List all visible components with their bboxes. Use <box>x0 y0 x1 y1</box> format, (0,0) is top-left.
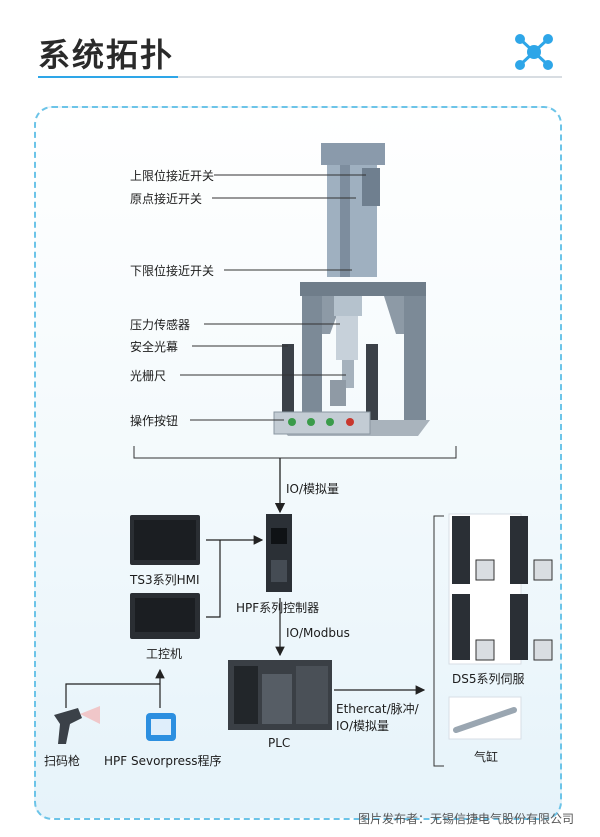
press-machine <box>273 143 430 436</box>
network-molecule-icon <box>515 34 553 70</box>
ipc-device <box>130 593 200 639</box>
grating-ruler-label: 光栅尺 <box>130 369 167 383</box>
controller-label: HPF系列控制器 <box>236 601 320 615</box>
buttons-label: 操作按钮 <box>130 414 179 428</box>
software-label: HPF Sevorpress程序 <box>104 754 222 768</box>
plc-device <box>228 660 332 730</box>
upper-limit-label: 上限位接近开关 <box>130 169 215 183</box>
io-modbus-link-label: IO/Modbus <box>286 626 350 640</box>
cylinder-label: 气缸 <box>474 750 499 764</box>
servo-label: DS5系列伺服 <box>452 672 525 686</box>
image-credit: 图片发布者：无锡信捷电气股份有限公司 <box>357 812 574 826</box>
scanner-label: 扫码枪 <box>44 754 81 768</box>
ethercat-link-label-2: IO/模拟量 <box>336 719 390 733</box>
ethercat-link-label-1: Ethercat/脉冲/ <box>336 702 419 716</box>
hmi-label: TS3系列HMI <box>130 573 200 587</box>
scanner-device <box>54 706 100 744</box>
title-divider <box>38 76 562 78</box>
ipc-label: 工控机 <box>146 647 183 661</box>
software-icon-device <box>146 713 176 741</box>
controller-device <box>266 514 292 592</box>
safety-curtain-label: 安全光幕 <box>130 340 179 354</box>
origin-label: 原点接近开关 <box>130 192 203 206</box>
lower-limit-label: 下限位接近开关 <box>130 264 215 278</box>
servo-group <box>448 513 553 665</box>
cylinder-device <box>448 696 522 740</box>
hmi-device <box>130 515 200 565</box>
page-title: 系统拓扑 <box>38 36 175 74</box>
pressure-sensor-label: 压力传感器 <box>130 318 191 332</box>
plc-label: PLC <box>268 736 291 750</box>
io-analog-link-label: IO/模拟量 <box>286 482 340 496</box>
